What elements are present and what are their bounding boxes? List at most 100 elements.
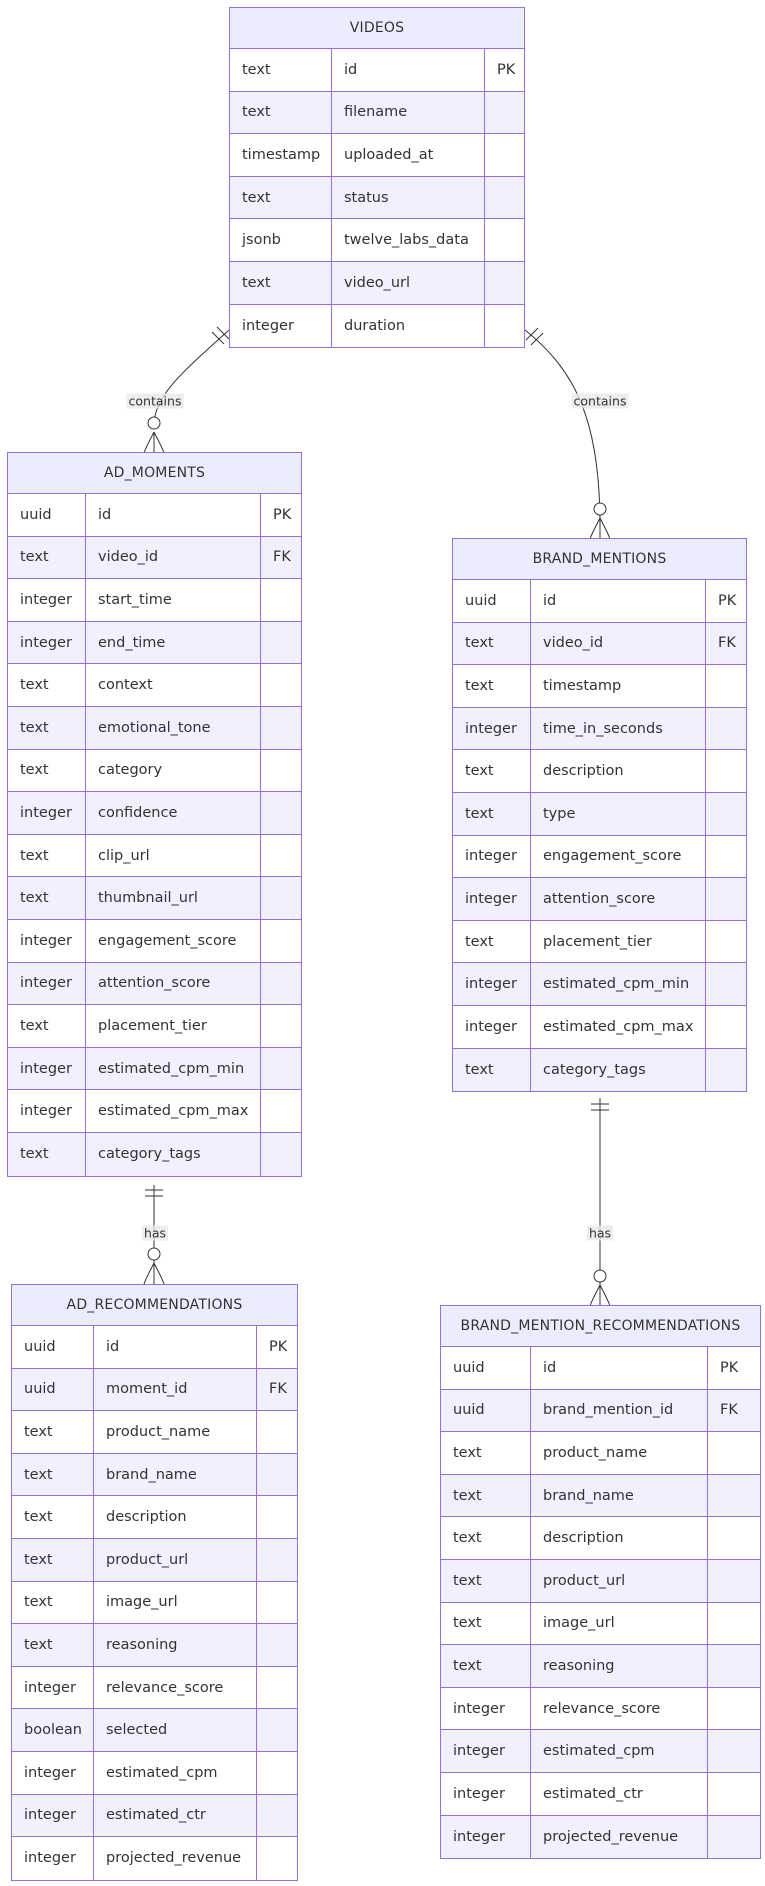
attribute-row: integer attention_score: [8, 962, 301, 1006]
attribute-name: moment_id: [93, 1368, 256, 1411]
attribute-key: [707, 1687, 760, 1730]
entity-title: BRAND_MENTIONS: [453, 539, 746, 580]
attribute-name: start_time: [85, 579, 260, 621]
attribute-name: description: [530, 1517, 707, 1559]
attribute-type: uuid: [24, 1381, 56, 1398]
attribute-name: id: [530, 580, 705, 622]
attribute-name: video_id: [530, 622, 705, 665]
attribute-name: product_name: [530, 1432, 707, 1474]
entity-title: AD_RECOMMENDATIONS: [12, 1285, 297, 1326]
attribute-type: text: [453, 1444, 482, 1461]
attribute-name: brand_name: [93, 1453, 256, 1496]
attribute-type: integer: [20, 1103, 72, 1120]
attribute-key: PK: [707, 1347, 760, 1389]
attribute-row: integer start_time: [8, 579, 301, 622]
attribute-key: [707, 1517, 760, 1559]
attribute-name: attention_score: [85, 962, 260, 1005]
attribute-key: [484, 134, 524, 176]
attribute-key: [260, 1090, 301, 1132]
card-zero-or-many-icon: [589, 502, 611, 540]
attribute-key: [705, 1005, 746, 1048]
attribute-key: [260, 1132, 301, 1176]
attribute-name: engagement_score: [85, 919, 260, 962]
attribute-name: brand_name: [530, 1474, 707, 1517]
entity-title: BRAND_MENTION_RECOMMENDATIONS: [441, 1306, 760, 1347]
attribute-name: image_url: [530, 1602, 707, 1645]
attribute-key: [707, 1730, 760, 1772]
attribute-name: reasoning: [530, 1645, 707, 1687]
attribute-name: estimated_cpm_max: [85, 1090, 260, 1132]
attribute-name: category_tags: [85, 1132, 260, 1176]
attribute-name: placement_tier: [85, 1005, 260, 1047]
attribute-key: FK: [260, 536, 301, 579]
attribute-type: uuid: [465, 592, 497, 609]
attribute-name: estimated_ctr: [93, 1794, 256, 1837]
attribute-key: [705, 835, 746, 878]
attribute-name: confidence: [85, 792, 260, 834]
attribute-name: brand_mention_id: [530, 1389, 707, 1432]
attribute-type: text: [242, 104, 271, 121]
attribute-name: context: [85, 664, 260, 706]
edge-videos-ad-moments: [153, 329, 230, 426]
attribute-name: reasoning: [93, 1624, 256, 1666]
attribute-type: text: [453, 1657, 482, 1674]
attribute-key: [260, 962, 301, 1005]
attribute-type: uuid: [20, 506, 52, 523]
card-exactly-one-icon: [525, 327, 544, 346]
attribute-name: type: [530, 792, 705, 835]
attribute-key: [260, 664, 301, 706]
attribute-name: video_id: [85, 536, 260, 579]
attribute-name: estimated_ctr: [530, 1772, 707, 1815]
attribute-type: integer: [465, 976, 517, 993]
attribute-type: integer: [20, 634, 72, 651]
attribute-type: integer: [453, 1828, 505, 1845]
attribute-type: integer: [453, 1700, 505, 1717]
attribute-type: text: [465, 763, 494, 780]
attribute-key: [260, 834, 301, 877]
attribute-name: category: [85, 749, 260, 792]
attribute-type: integer: [20, 591, 72, 608]
attribute-key: [705, 920, 746, 963]
attribute-name: twelve_labs_data: [331, 219, 484, 261]
attribute-type: text: [20, 677, 49, 694]
attribute-name: selected: [93, 1709, 256, 1751]
attribute-key: [256, 1453, 297, 1496]
attribute-name: video_url: [331, 261, 484, 304]
attribute-name: image_url: [93, 1581, 256, 1624]
attribute-key: [256, 1411, 297, 1453]
attribute-type: text: [20, 1146, 49, 1163]
attribute-type: text: [465, 1061, 494, 1078]
attribute-key: [260, 749, 301, 792]
relationship-label: has: [141, 1225, 169, 1241]
attribute-key: [707, 1602, 760, 1645]
attribute-key: [256, 1538, 297, 1581]
attribute-key: [260, 1047, 301, 1090]
attribute-key: [707, 1432, 760, 1474]
attribute-key: PK: [260, 494, 301, 536]
attribute-type: text: [24, 1423, 53, 1440]
attribute-name: product_url: [93, 1538, 256, 1581]
attribute-type: text: [24, 1509, 53, 1526]
attribute-type: integer: [465, 890, 517, 907]
attribute-type: timestamp: [242, 146, 321, 163]
attribute-key: [707, 1645, 760, 1687]
attribute-name: id: [93, 1326, 256, 1368]
entity-title: VIDEOS: [230, 8, 524, 49]
attribute-type: integer: [20, 975, 72, 992]
